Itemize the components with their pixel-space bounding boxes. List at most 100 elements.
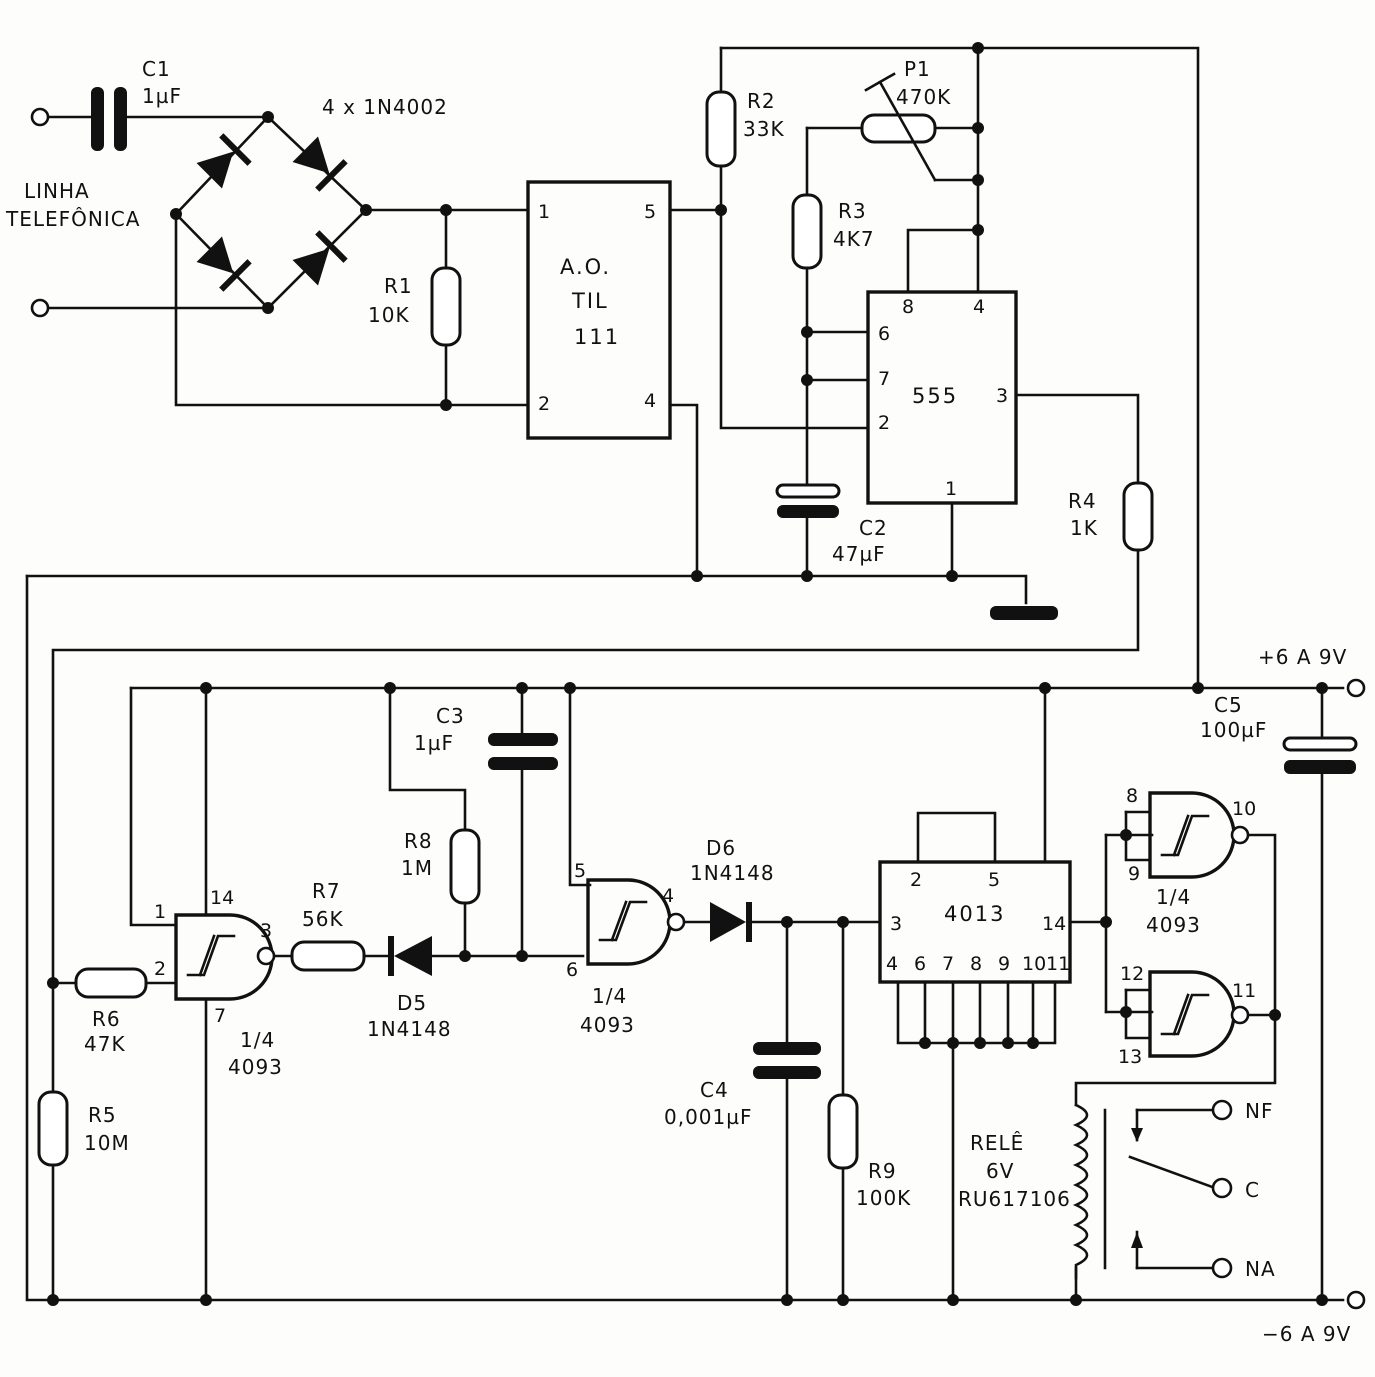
pin-gate1-14: 14 — [210, 887, 234, 909]
label-c4: C4 — [700, 1078, 729, 1102]
label-c4-value: 0,001µF — [664, 1105, 752, 1129]
label-timer: 555 — [912, 384, 958, 408]
label-d6-value: 1N4148 — [690, 861, 775, 885]
pin-gate1-7: 7 — [214, 1005, 226, 1027]
capacitor-c1 — [91, 87, 127, 151]
label-r2: R2 — [747, 89, 776, 113]
potentiometer-p1 — [860, 72, 980, 182]
label-c2: C2 — [859, 516, 888, 540]
label-r5-value: 10M — [84, 1131, 130, 1155]
label-relay-1: RELÊ — [970, 1131, 1024, 1155]
resistor-r4 — [1122, 481, 1154, 552]
resistor-r6 — [74, 967, 148, 999]
pin-timer-2: 2 — [878, 412, 890, 434]
pin-gate2-6: 6 — [566, 959, 578, 981]
resistors — [37, 90, 1154, 1170]
label-na: NA — [1245, 1257, 1276, 1281]
label-vminus: −6 A 9V — [1262, 1322, 1351, 1346]
capacitor-c4 — [753, 1042, 821, 1079]
label-p1: P1 — [904, 57, 931, 81]
nand-gate-2 — [586, 878, 686, 966]
label-opto-2: TIL — [571, 289, 609, 313]
label-gate2-ic: 4093 — [580, 1013, 635, 1037]
pin-gate1-2: 2 — [154, 958, 166, 980]
label-c2-value: 47µF — [832, 542, 886, 566]
label-c3-value: 1µF — [414, 731, 454, 755]
vplus-terminal — [1346, 678, 1366, 698]
label-flipflop: 4013 — [944, 902, 1005, 926]
pin-timer-1: 1 — [945, 478, 957, 500]
nand-gate-1 — [174, 913, 276, 1001]
capacitor-c3 — [488, 733, 558, 770]
label-opto-1: A.O. — [560, 255, 611, 279]
label-r4-value: 1K — [1070, 516, 1098, 540]
label-bridge: 4 x 1N4002 — [322, 95, 448, 119]
pin-timer-8: 8 — [902, 296, 914, 318]
pin-ff-3: 3 — [890, 913, 902, 935]
pin-gate1-3: 3 — [260, 920, 272, 942]
label-r7: R7 — [312, 879, 341, 903]
label-gate3-ic: 4093 — [1146, 913, 1201, 937]
terminals — [30, 107, 1366, 1310]
pin-ff-7: 7 — [942, 953, 954, 975]
label-r4: R4 — [1068, 489, 1097, 513]
diode-d5 — [388, 936, 432, 976]
pin-ff-6: 6 — [914, 953, 926, 975]
line-terminal-2 — [30, 298, 50, 318]
diode-bridge — [196, 133, 348, 292]
label-d6: D6 — [706, 836, 736, 860]
resistor-r5 — [37, 1090, 69, 1167]
pin-ff-4: 4 — [886, 953, 898, 975]
optocoupler-til111 — [526, 180, 672, 440]
label-vplus: +6 A 9V — [1258, 645, 1347, 669]
pin-gate4-13: 13 — [1118, 1046, 1142, 1068]
pin-ff-5: 5 — [988, 869, 1000, 891]
component-labels: C1 1µF 4 x 1N4002 LINHA TELEFÔNICA R1 10… — [5, 57, 1351, 1346]
pin-ff-2: 2 — [910, 869, 922, 891]
label-relay-3: RU617106 — [958, 1187, 1071, 1211]
pin-numbers: 1 5 2 4 8 4 6 7 3 2 1 1 14 3 2 7 5 4 6 8… — [154, 201, 1256, 1068]
label-r1-value: 10K — [368, 303, 410, 327]
bottom-wires — [51, 686, 1345, 1302]
top-wires — [25, 46, 1324, 1302]
pin-gate4-11: 11 — [1232, 980, 1256, 1002]
label-line-2: TELEFÔNICA — [5, 207, 140, 231]
label-d5: D5 — [397, 991, 427, 1015]
label-gate1-ic: 4093 — [228, 1055, 283, 1079]
label-r3-value: 4K7 — [833, 227, 875, 251]
label-r9-value: 100K — [856, 1186, 911, 1210]
diode-d6 — [710, 902, 752, 942]
pin-timer-4: 4 — [973, 296, 985, 318]
resistor-r7 — [290, 940, 366, 972]
label-gate2-fraction: 1/4 — [592, 984, 627, 1008]
label-c1-value: 1µF — [142, 84, 182, 108]
label-r1: R1 — [384, 274, 413, 298]
label-r6-value: 47K — [84, 1032, 126, 1056]
label-opto-3: 111 — [574, 325, 620, 349]
pin-gate1-1: 1 — [154, 901, 166, 923]
label-c5: C5 — [1214, 693, 1243, 717]
resistor-r3 — [791, 193, 823, 270]
junctions — [47, 42, 1328, 1306]
pin-timer-7: 7 — [878, 368, 890, 390]
label-r8-value: 1M — [401, 856, 433, 880]
resistor-r2 — [705, 90, 737, 168]
nf-terminal — [1211, 1099, 1233, 1121]
label-line-1: LINHA — [24, 179, 90, 203]
label-c5-value: 100µF — [1200, 718, 1267, 742]
pin-ff-9: 9 — [998, 953, 1010, 975]
relay-coil — [1072, 1103, 1143, 1280]
pin-gate2-4: 4 — [662, 885, 674, 907]
label-relay-2: 6V — [986, 1159, 1014, 1183]
vminus-terminal — [1346, 1290, 1366, 1310]
label-r6: R6 — [92, 1007, 121, 1031]
nand-gate-3 — [1148, 791, 1250, 879]
label-p1-value: 470K — [896, 85, 951, 109]
label-r7-value: 56K — [302, 907, 344, 931]
pin-timer-6: 6 — [878, 323, 890, 345]
label-c3: C3 — [436, 704, 465, 728]
resistor-r9 — [827, 1093, 859, 1170]
timer-555 — [866, 290, 1018, 505]
